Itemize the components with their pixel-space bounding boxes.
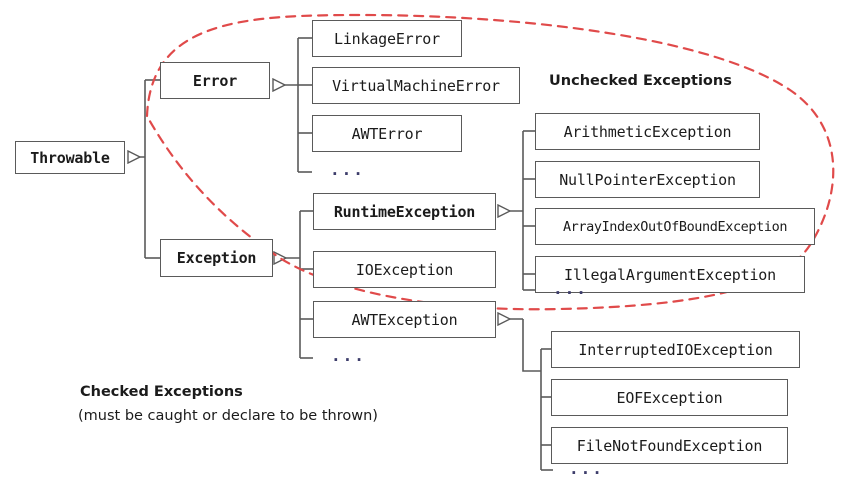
unchecked-exceptions-heading: Unchecked Exceptions bbox=[549, 73, 732, 89]
node-awt-error-label: AWTError bbox=[351, 124, 423, 143]
node-virtual-machine-error-label: VirtualMachineError bbox=[332, 76, 500, 95]
node-linkage-error-label: LinkageError bbox=[334, 29, 440, 48]
node-error-label: Error bbox=[192, 71, 238, 90]
node-exception[interactable]: Exception bbox=[160, 239, 273, 277]
checked-exceptions-note: (must be caught or declare to be thrown) bbox=[78, 408, 378, 424]
node-eof-exception-label: EOFException bbox=[616, 388, 723, 407]
inheritance-connectors bbox=[128, 37, 553, 471]
exception-more-ellipsis: ... bbox=[331, 346, 366, 365]
checked-exceptions-heading-label: Checked Exceptions bbox=[80, 384, 243, 400]
exception-more-ellipsis-label: ... bbox=[331, 346, 366, 365]
node-illegal-argument-exception[interactable]: IllegalArgumentException bbox=[535, 256, 805, 293]
node-linkage-error[interactable]: LinkageError bbox=[312, 20, 462, 57]
node-awt-exception-label: AWTException bbox=[351, 310, 458, 329]
node-null-pointer-exception[interactable]: NullPointerException bbox=[535, 161, 760, 198]
node-throwable[interactable]: Throwable bbox=[15, 141, 125, 174]
unchecked-exceptions-heading-label: Unchecked Exceptions bbox=[549, 73, 732, 89]
node-eof-exception[interactable]: EOFException bbox=[551, 379, 788, 416]
node-array-index-out-of-bound-exception-label: ArrayIndexOutOfBoundException bbox=[562, 218, 788, 235]
node-awt-exception[interactable]: AWTException bbox=[313, 301, 496, 338]
node-runtime-exception-label: RuntimeException bbox=[333, 202, 476, 221]
node-interrupted-io-exception[interactable]: InterruptedIOException bbox=[551, 331, 800, 368]
node-arithmetic-exception[interactable]: ArithmeticException bbox=[535, 113, 760, 150]
io-more-ellipsis: ... bbox=[569, 459, 604, 478]
node-io-exception[interactable]: IOException bbox=[313, 251, 496, 288]
node-io-exception-label: IOException bbox=[355, 260, 454, 279]
node-file-not-found-exception-label: FileNotFoundException bbox=[576, 436, 763, 455]
checked-exceptions-heading: Checked Exceptions bbox=[80, 384, 243, 400]
node-array-index-out-of-bound-exception[interactable]: ArrayIndexOutOfBoundException bbox=[535, 208, 815, 245]
node-arithmetic-exception-label: ArithmeticException bbox=[563, 122, 732, 141]
runtime-more-ellipsis: ... bbox=[553, 279, 588, 298]
ioexception-branch-elbow bbox=[522, 319, 541, 372]
unchecked-exceptions-highlight-loop bbox=[145, 13, 835, 311]
node-illegal-argument-exception-label: IllegalArgumentException bbox=[564, 265, 776, 284]
error-more-ellipsis: ... bbox=[330, 160, 365, 179]
io-more-ellipsis-label: ... bbox=[569, 459, 604, 478]
node-interrupted-io-exception-label: InterruptedIOException bbox=[578, 340, 773, 359]
node-virtual-machine-error[interactable]: VirtualMachineError bbox=[312, 67, 520, 104]
node-throwable-label: Throwable bbox=[30, 148, 110, 167]
node-exception-label: Exception bbox=[176, 249, 257, 267]
runtime-more-ellipsis-label: ... bbox=[553, 279, 588, 298]
node-error[interactable]: Error bbox=[160, 62, 270, 99]
node-null-pointer-exception-label: NullPointerException bbox=[559, 170, 736, 189]
node-awt-error[interactable]: AWTError bbox=[312, 115, 462, 152]
error-more-ellipsis-label: ... bbox=[330, 160, 365, 179]
checked-exceptions-note-label: (must be caught or declare to be thrown) bbox=[78, 408, 378, 424]
node-runtime-exception[interactable]: RuntimeException bbox=[313, 193, 496, 230]
node-file-not-found-exception[interactable]: FileNotFoundException bbox=[551, 427, 788, 464]
